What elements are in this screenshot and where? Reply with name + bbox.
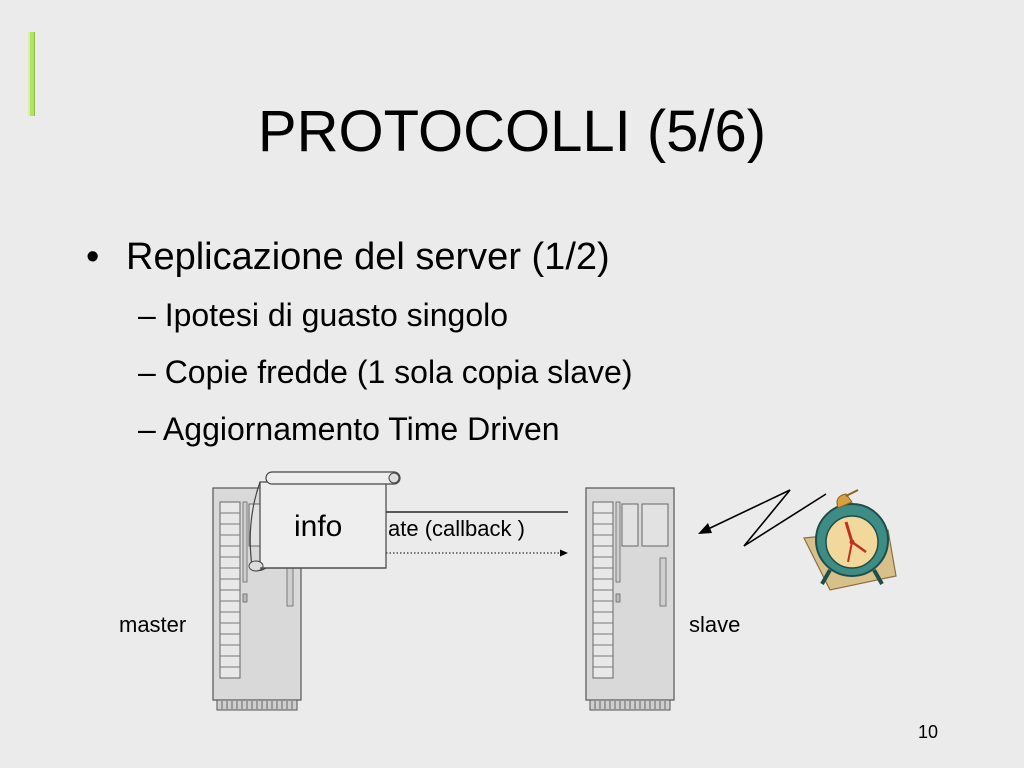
bullet-marker: • <box>86 236 100 278</box>
update-arrow <box>386 549 568 557</box>
accent-bar <box>28 32 35 116</box>
bullet-list: • Replicazione del server (1/2) – Ipotes… <box>86 232 633 449</box>
bullet-text: Replicazione del server (1/2) <box>126 236 610 278</box>
bullet-item: • Replicazione del server (1/2) <box>86 232 633 282</box>
lightning-arrow-icon <box>698 489 827 547</box>
sub-item: – Copie fredde (1 sola copia slave) <box>138 354 633 390</box>
master-label: master <box>119 612 187 637</box>
alarm-clock-icon <box>803 489 897 591</box>
update-callback-label: ate (callback ) <box>388 516 525 541</box>
sub-item: – Ipotesi di guasto singolo <box>138 297 509 333</box>
scroll-icon <box>248 471 401 572</box>
sub-item: – Aggiornamento Time Driven <box>138 411 560 447</box>
slave-server-icon <box>585 487 675 711</box>
slide-title: PROTOCOLLI (5/6) <box>257 99 767 164</box>
info-label: info <box>294 510 343 543</box>
slave-label: slave <box>689 612 741 637</box>
page-number: 10 <box>917 722 938 742</box>
sub-list: – Ipotesi di guasto singolo – Copie fred… <box>138 295 633 449</box>
